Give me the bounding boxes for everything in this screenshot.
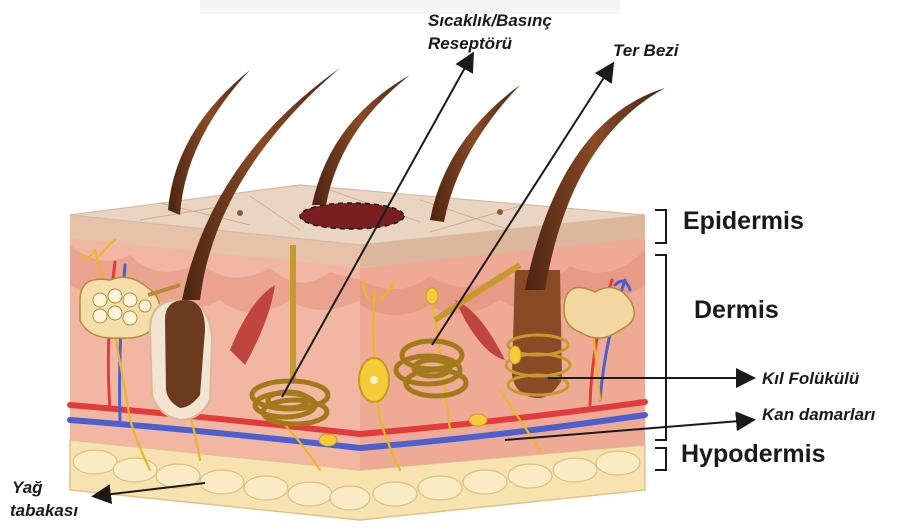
hair-follicle-left bbox=[150, 300, 212, 420]
label-yag-line1: Yağ bbox=[12, 478, 43, 497]
label-sicaklik-line1: Sıcaklık/Basınç bbox=[428, 11, 552, 30]
dermis-bracket bbox=[655, 255, 666, 440]
pressure-receptor bbox=[359, 358, 389, 402]
hair-shaft bbox=[312, 75, 410, 205]
label-hypodermis: Hypodermis bbox=[681, 440, 825, 468]
label-dermis: Dermis bbox=[694, 296, 779, 324]
label-sicaklik-line2: Reseptörü bbox=[428, 34, 513, 53]
skin-block bbox=[70, 68, 665, 520]
label-epidermis: Epidermis bbox=[683, 207, 804, 235]
label-yag-line2: tabakası bbox=[10, 501, 78, 520]
label-kil-folikulu: Kıl Folükülü bbox=[762, 369, 860, 388]
epidermis-bracket bbox=[655, 210, 666, 243]
hypodermis-bracket bbox=[655, 448, 666, 470]
layer-brackets bbox=[655, 210, 666, 470]
top-faded-decoration bbox=[200, 0, 620, 14]
label-kan-damarlari: Kan damarları bbox=[762, 405, 876, 424]
pore bbox=[497, 209, 503, 215]
pore bbox=[237, 210, 243, 216]
label-ter-bezi: Ter Bezi bbox=[613, 41, 680, 60]
